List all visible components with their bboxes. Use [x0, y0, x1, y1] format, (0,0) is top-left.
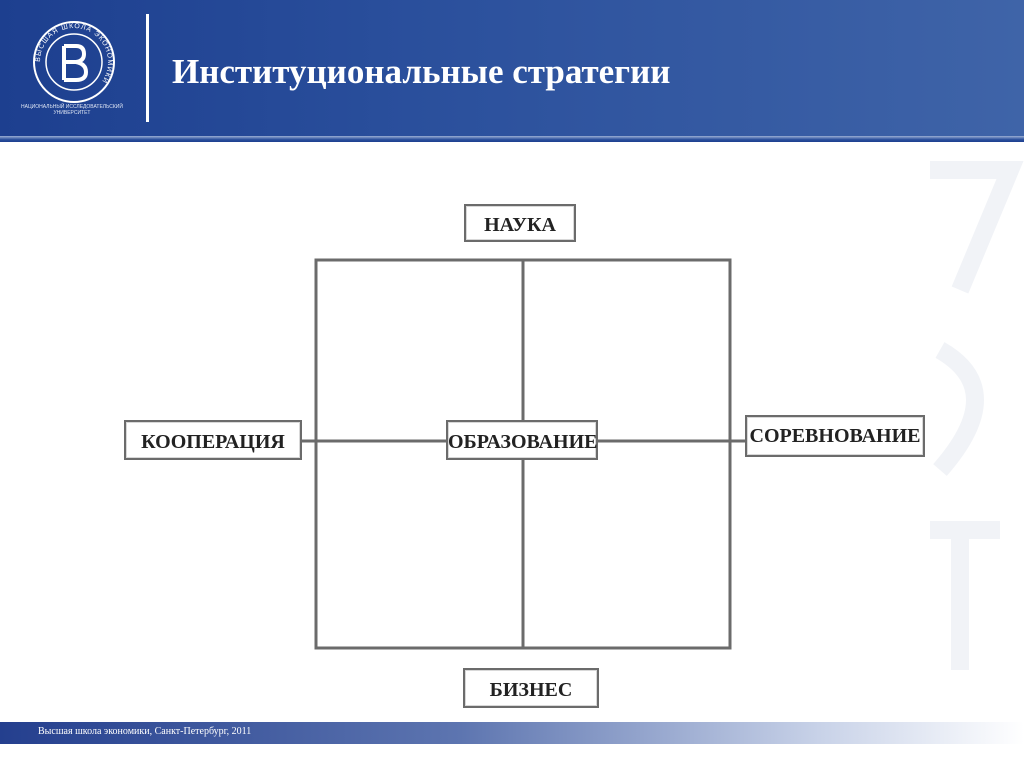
footer-text: Высшая школа экономики, Санкт-Петербург,… — [38, 726, 252, 737]
label-education: ОБРАЗОВАНИЕ — [446, 420, 598, 460]
footer-band — [0, 722, 1024, 744]
header-bar: ВЫСШАЯ ШКОЛА ЭКОНОМИКИ НАЦИОНАЛЬНЫЙ ИССЛ… — [0, 0, 1024, 136]
label-business: БИЗНЕС — [463, 668, 599, 708]
label-competition: СОРЕВНОВАНИЕ — [745, 415, 925, 457]
university-logo: ВЫСШАЯ ШКОЛА ЭКОНОМИКИ — [14, 14, 130, 124]
header-divider — [146, 14, 149, 122]
page-title: Институциональные стратегии — [172, 52, 671, 91]
label-science: НАУКА — [464, 204, 576, 242]
logo-caption: НАЦИОНАЛЬНЫЙ ИССЛЕДОВАТЕЛЬСКИЙ УНИВЕРСИТ… — [21, 104, 123, 116]
watermark-decoration — [930, 161, 1024, 670]
label-cooperation: КООПЕРАЦИЯ — [124, 420, 302, 460]
header-stripe — [0, 136, 1024, 142]
